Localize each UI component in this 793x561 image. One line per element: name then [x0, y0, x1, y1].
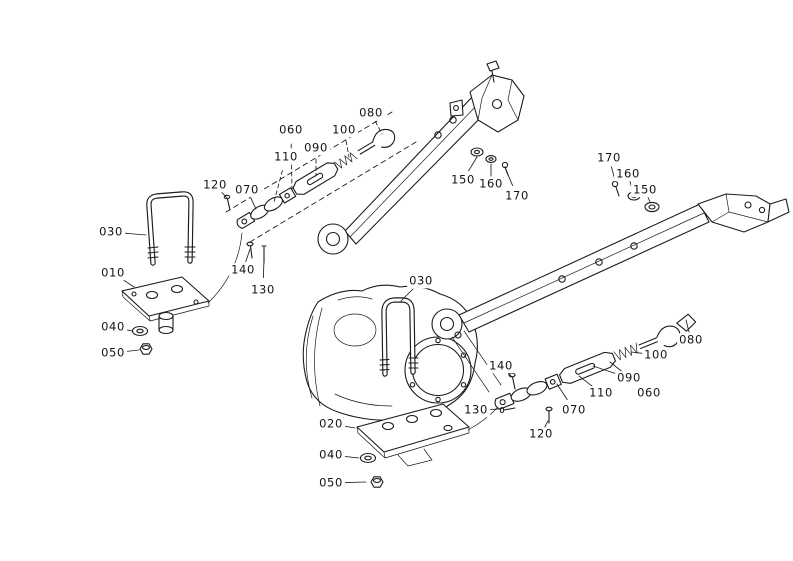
callout-050: 050	[317, 475, 345, 490]
callout-060: 060	[277, 122, 305, 137]
callout-100: 100	[330, 122, 358, 137]
right-hitch-bracket	[697, 193, 790, 233]
leader-line-140	[245, 248, 251, 263]
washer-pin-set-upper	[470, 147, 509, 176]
callout-070: 070	[560, 402, 588, 417]
callout-160: 160	[477, 176, 505, 191]
nut-050-bottom	[370, 476, 384, 488]
callout-170: 170	[503, 188, 531, 203]
callout-040: 040	[99, 319, 127, 334]
callout-080: 080	[677, 332, 705, 347]
callout-010: 010	[99, 265, 127, 280]
lower-chain-pins	[499, 372, 553, 424]
nut-050-left	[139, 343, 153, 355]
leader-line-080	[374, 120, 383, 135]
leader-line-130	[262, 258, 265, 279]
callout-090: 090	[615, 370, 643, 385]
callout-080: 080	[357, 105, 385, 120]
leader-line-070	[250, 197, 257, 210]
axle-housing	[302, 284, 478, 421]
callout-020: 020	[317, 416, 345, 431]
callout-130: 130	[249, 282, 277, 297]
callout-050: 050	[99, 345, 127, 360]
top-hitch-bracket	[449, 60, 525, 133]
u-bolt-left	[146, 191, 196, 266]
callout-100: 100	[642, 347, 670, 362]
callout-130: 130	[462, 402, 490, 417]
leader-line-150	[468, 156, 478, 172]
leader-line-100	[345, 140, 350, 158]
leader-line-110	[273, 170, 283, 203]
callout-170: 170	[595, 150, 623, 165]
leader-line-170	[505, 169, 514, 187]
callout-030: 030	[407, 273, 435, 288]
leader-line-030	[400, 288, 414, 302]
leader-line-030	[124, 232, 147, 236]
right-link-arm	[431, 203, 710, 393]
callout-150: 150	[631, 182, 659, 197]
washer-040-bottom	[359, 452, 377, 464]
leader-line-010	[120, 278, 135, 288]
stabilizer-turnbuckle-lower	[494, 313, 697, 410]
callout-160: 160	[614, 166, 642, 181]
leader-line-040	[341, 455, 360, 459]
callout-110: 110	[587, 385, 615, 400]
callout-040: 040	[317, 447, 345, 462]
callout-150: 150	[449, 172, 477, 187]
u-bolt-center	[379, 297, 419, 377]
upper-chain-pins	[223, 194, 267, 264]
callout-070: 070	[233, 182, 261, 197]
callout-140: 140	[487, 358, 515, 373]
callout-120: 120	[201, 177, 229, 192]
callout-120: 120	[527, 426, 555, 441]
leader-line-070	[556, 383, 568, 401]
leader-line-050	[344, 481, 367, 484]
washer-040-left	[131, 325, 149, 337]
leader-line-090	[592, 365, 617, 375]
stabilizer-turnbuckle-upper	[236, 128, 396, 229]
callout-090: 090	[302, 140, 330, 155]
callout-030: 030	[97, 224, 125, 239]
leader-line-110	[578, 375, 593, 387]
mounting-plate-left	[121, 276, 210, 322]
callout-060: 060	[635, 385, 663, 400]
upper-link-arm	[317, 94, 491, 255]
spacer-bushing-left	[158, 311, 174, 335]
leader-line-080	[685, 319, 690, 333]
callout-140: 140	[229, 262, 257, 277]
callout-110: 110	[272, 149, 300, 164]
mounting-plate-bottom	[356, 403, 470, 467]
